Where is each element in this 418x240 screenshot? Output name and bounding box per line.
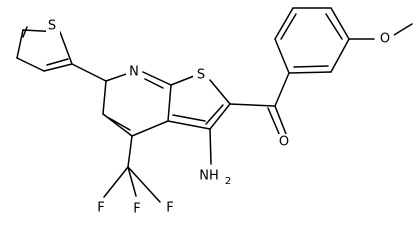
bond xyxy=(274,38,290,74)
bond xyxy=(127,166,137,197)
bond xyxy=(267,107,281,137)
bond xyxy=(144,78,164,89)
bond xyxy=(43,63,73,72)
fluorine-left-label: F xyxy=(97,201,104,216)
bond xyxy=(393,23,413,36)
pyridine-ring xyxy=(102,71,172,137)
bond xyxy=(274,7,294,40)
bond xyxy=(172,114,206,122)
thiophene-ring xyxy=(16,26,107,82)
bond xyxy=(288,71,332,74)
fluorine-middle-label: F xyxy=(133,202,140,217)
bond xyxy=(108,117,131,131)
bond xyxy=(103,166,129,198)
bond xyxy=(209,128,212,165)
bond xyxy=(167,120,211,130)
bond xyxy=(46,58,69,66)
thiophene-sulfur-label: S xyxy=(48,19,56,34)
bond xyxy=(293,65,329,68)
bond xyxy=(209,79,231,105)
bond xyxy=(127,135,133,168)
amino-subscript: 2 xyxy=(225,176,231,187)
bond xyxy=(142,71,172,86)
bond xyxy=(209,103,231,130)
methoxyphenyl-ketone xyxy=(229,7,413,137)
carbonyl-oxygen-label: O xyxy=(279,135,289,150)
bond xyxy=(127,166,161,203)
methoxy-oxygen-label: O xyxy=(380,32,390,47)
trifluoromethyl-group xyxy=(103,135,161,203)
bond xyxy=(167,84,172,122)
fused-thiophene-sulfur-label: S xyxy=(197,68,205,83)
bond xyxy=(274,105,287,135)
bond xyxy=(16,29,24,59)
amino-label: NH xyxy=(199,169,219,184)
bond xyxy=(170,75,195,86)
bond xyxy=(59,31,73,65)
bond xyxy=(280,13,297,40)
fused-thiophene-ring xyxy=(167,75,231,130)
bond xyxy=(16,57,45,72)
bond xyxy=(330,38,350,73)
bond xyxy=(71,63,107,82)
bond xyxy=(22,26,28,38)
bond xyxy=(330,7,350,40)
bond xyxy=(205,104,224,125)
bond xyxy=(102,80,107,115)
pyridine-nitrogen-label: N xyxy=(129,65,139,80)
bond xyxy=(325,13,343,40)
bond xyxy=(131,120,169,137)
bond xyxy=(102,113,133,137)
bond xyxy=(229,103,276,107)
bond xyxy=(274,72,290,107)
fluorine-right-label: F xyxy=(166,201,173,216)
